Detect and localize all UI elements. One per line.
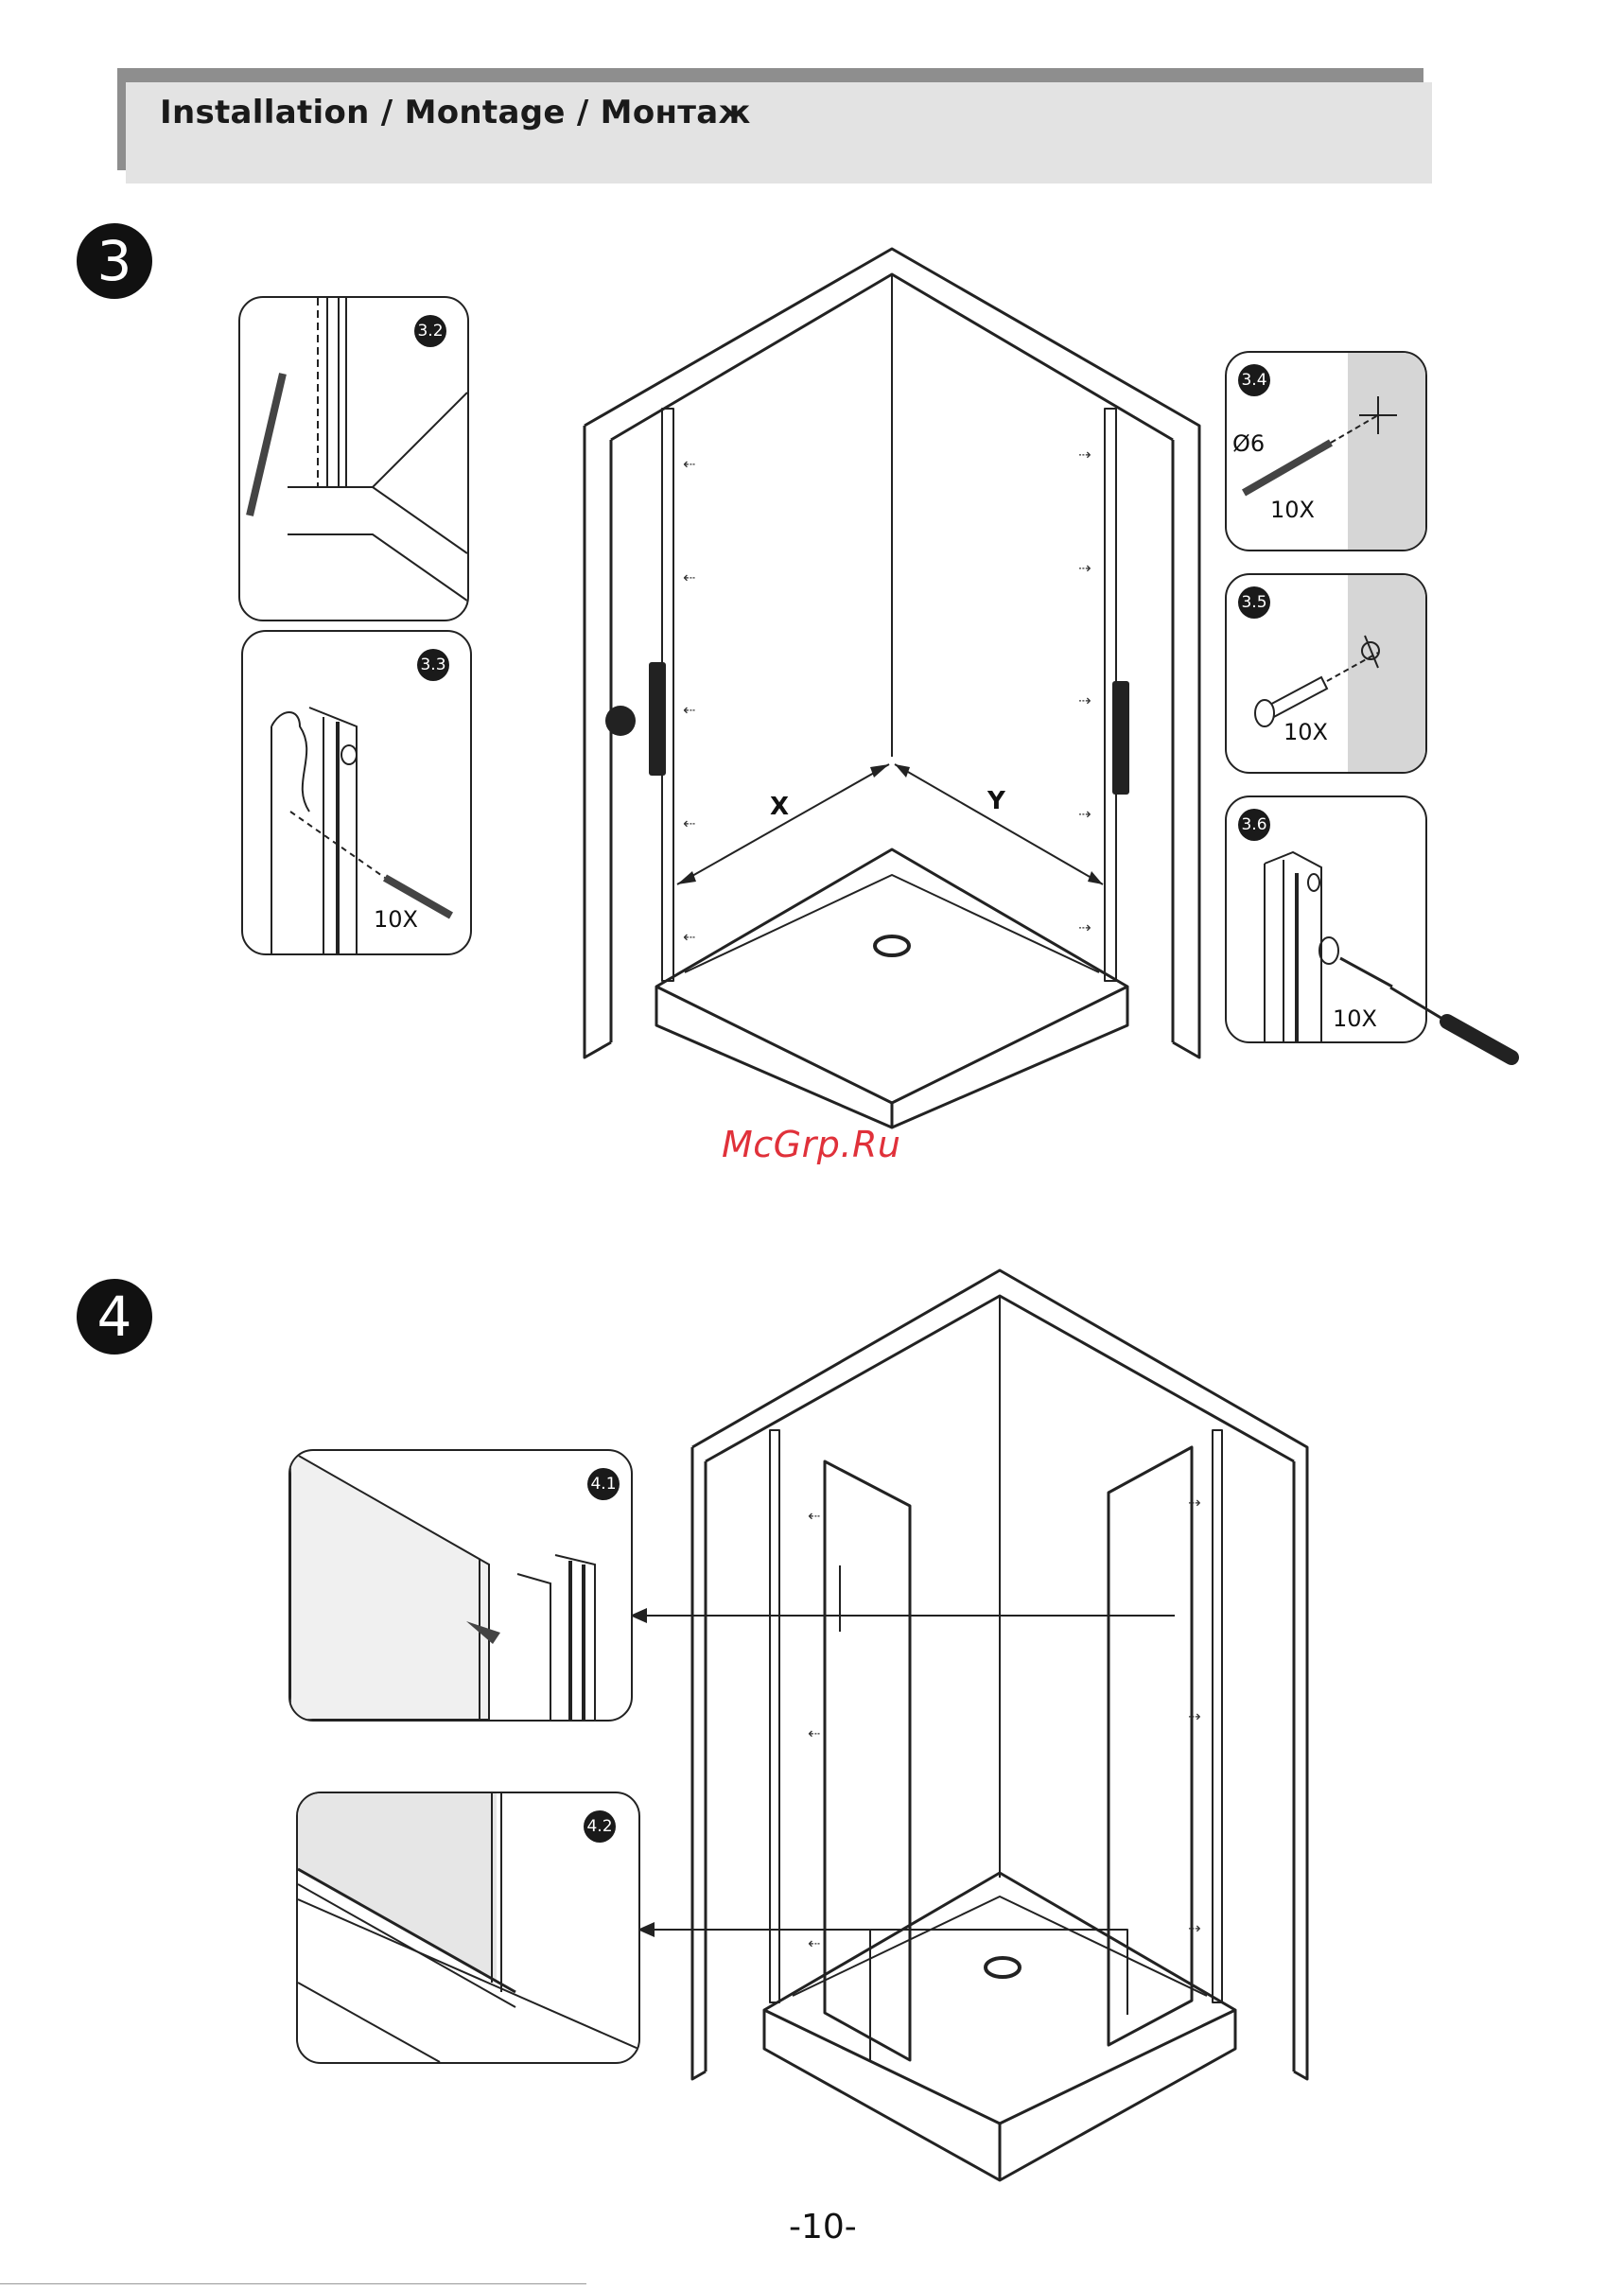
inset-4-2: 4.2 <box>296 1792 640 2064</box>
inset-4-2-badge: 4.2 <box>584 1810 616 1843</box>
footer-rule <box>0 2283 586 2284</box>
inset-4-1-badge: 4.1 <box>587 1468 620 1500</box>
svg-text:⇢: ⇢ <box>1188 1494 1200 1512</box>
page-number: -10- <box>789 2208 857 2246</box>
left-door-panel <box>825 1461 910 2060</box>
svg-text:⇠: ⇠ <box>808 1934 820 1952</box>
svg-text:⇠: ⇠ <box>808 1724 820 1742</box>
svg-text:⇢: ⇢ <box>1188 1707 1200 1725</box>
svg-text:⇢: ⇢ <box>1188 1919 1200 1937</box>
inset-4-1: 4.1 <box>288 1449 633 1722</box>
svg-text:⇠: ⇠ <box>808 1507 820 1525</box>
inset-4-1-drawing <box>290 1451 631 1720</box>
